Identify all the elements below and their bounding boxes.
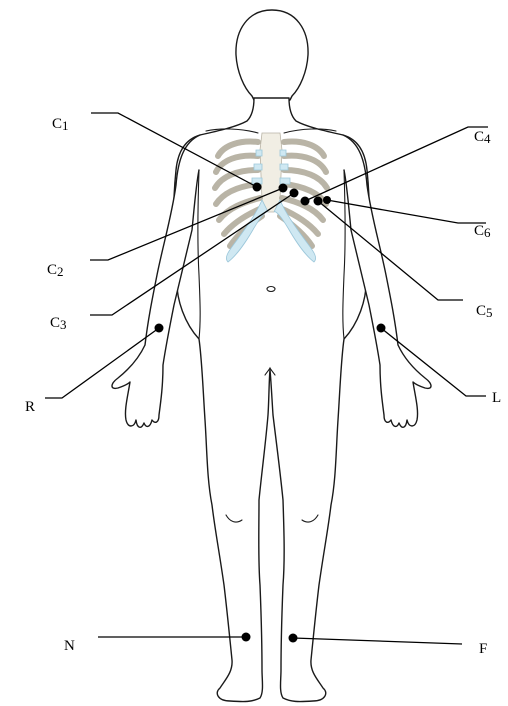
- electrode-f: [289, 634, 298, 643]
- label-c6: C6: [474, 223, 491, 240]
- sternum: [260, 133, 282, 212]
- label-c5: C5: [476, 303, 493, 320]
- label-r: R: [25, 399, 35, 415]
- label-c2: C2: [47, 262, 64, 279]
- electrode-c4: [301, 197, 310, 206]
- f-leader-line: [293, 638, 462, 644]
- label-c3: C3: [50, 315, 67, 332]
- electrode-c3: [290, 189, 299, 198]
- head: [236, 10, 308, 105]
- human-body-figure: [112, 10, 431, 702]
- electrode-c6: [323, 196, 331, 204]
- electrode-c1: [253, 183, 262, 192]
- electrode-l: [377, 324, 386, 333]
- electrode-c5: [314, 197, 323, 206]
- electrode-c2: [279, 184, 288, 193]
- label-n: N: [64, 638, 75, 654]
- electrode-n: [242, 633, 251, 642]
- label-c4: C4: [474, 129, 491, 146]
- electrode-r: [155, 324, 164, 333]
- label-l: L: [492, 390, 501, 406]
- label-c1: C1: [52, 116, 69, 133]
- label-f: F: [479, 641, 487, 657]
